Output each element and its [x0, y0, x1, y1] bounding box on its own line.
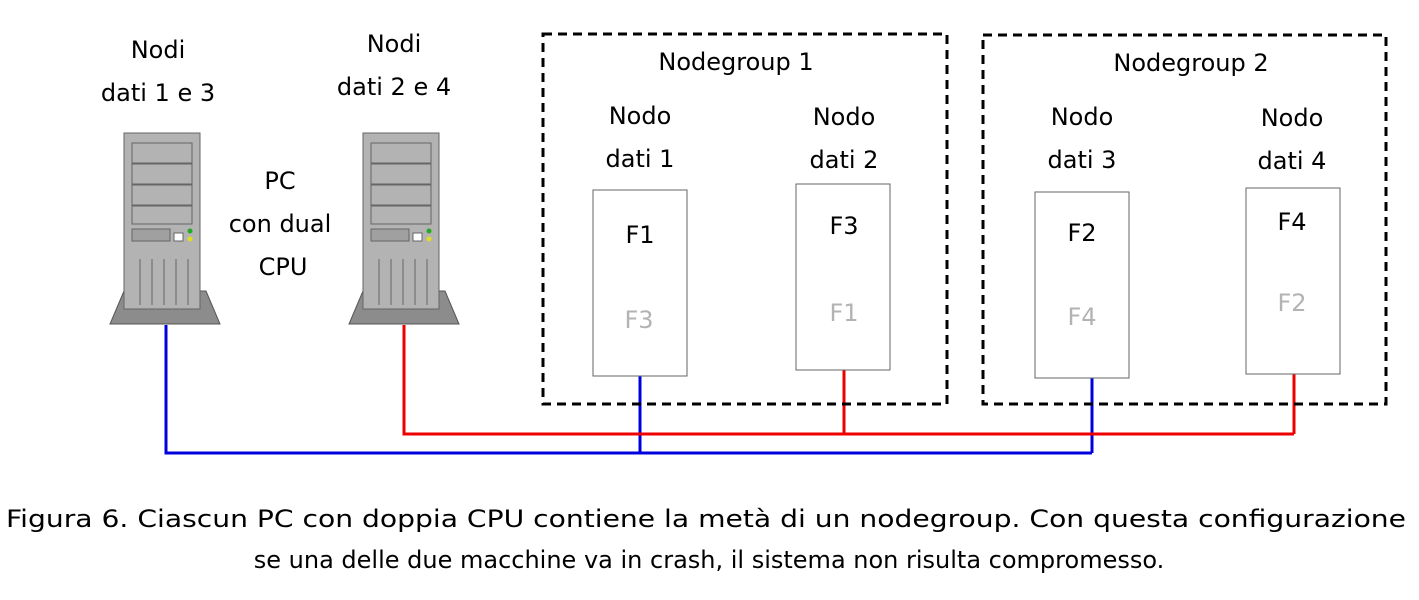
blue-cable-network	[164, 325, 1094, 455]
server-a-label-line1: Nodi	[131, 36, 186, 64]
data-node-3-box	[1034, 191, 1130, 379]
data-node-2-label-line2: dati 2	[810, 146, 879, 174]
nodegroup-2-border	[981, 33, 1388, 406]
data-node-1-box	[592, 189, 688, 377]
data-node-3-primary-fragment: F2	[1067, 219, 1096, 247]
server-b-label-line1: Nodi	[367, 30, 422, 58]
data-node-4-label-line1: Nodo	[1261, 104, 1324, 132]
data-node-2-label-line1: Nodo	[813, 103, 876, 131]
data-node-1-replica-fragment: F3	[624, 306, 653, 334]
caption-line2: se una delle due macchine va in crash, i…	[254, 546, 1164, 574]
nodegroup-2: Nodegroup 2 Nodo dati 3 F2 F4 Nodo dati …	[981, 33, 1388, 406]
server-a-tower-icon	[109, 132, 221, 325]
data-node-2-primary-fragment: F3	[829, 212, 858, 240]
data-node-1-primary-fragment: F1	[625, 221, 654, 249]
pc-label-line2: con dual	[229, 210, 332, 238]
data-node-3: Nodo dati 3 F2 F4	[1034, 103, 1130, 379]
data-node-3-label-line2: dati 3	[1048, 146, 1117, 174]
data-node-4-box	[1245, 187, 1341, 375]
data-node-4-primary-fragment: F4	[1277, 208, 1306, 236]
data-node-4-replica-fragment: F2	[1277, 289, 1306, 317]
data-node-3-label-line1: Nodo	[1051, 103, 1114, 131]
server-b-label-line2: dati 2 e 4	[337, 73, 451, 101]
pc-label-line3: CPU	[259, 253, 308, 281]
nodegroup-1: Nodegroup 1 Nodo dati 1 F1 F3 Nodo dati …	[541, 32, 949, 406]
data-node-4: Nodo dati 4 F4 F2	[1245, 104, 1341, 375]
server-b-tower-icon	[348, 132, 460, 325]
nodegroup-1-border	[541, 32, 949, 406]
pc-label-line1: PC	[264, 167, 295, 195]
figure-caption: Figura 6. Ciascun PC con doppia CPU cont…	[6, 505, 1406, 574]
server-a: Nodi dati 1 e 3	[101, 36, 221, 325]
blue-cable	[164, 325, 1094, 455]
data-node-2: Nodo dati 2 F3 F1	[795, 103, 891, 371]
data-node-4-label-line2: dati 4	[1258, 147, 1327, 175]
pc-label: PC con dual CPU	[229, 167, 332, 281]
server-a-label-line2: dati 1 e 3	[101, 79, 215, 107]
caption-line1: Figura 6. Ciascun PC con doppia CPU cont…	[6, 505, 1406, 533]
data-node-1: Nodo dati 1 F1 F3	[592, 102, 688, 377]
data-node-3-replica-fragment: F4	[1067, 303, 1096, 331]
data-node-2-replica-fragment: F1	[829, 299, 858, 327]
data-node-2-box	[795, 183, 891, 371]
server-b: Nodi dati 2 e 4	[337, 30, 460, 325]
data-node-1-label-line1: Nodo	[609, 102, 672, 130]
nodegroup-1-title: Nodegroup 1	[658, 48, 813, 76]
data-node-1-label-line2: dati 1	[606, 145, 675, 173]
nodegroup-2-title: Nodegroup 2	[1113, 49, 1268, 77]
